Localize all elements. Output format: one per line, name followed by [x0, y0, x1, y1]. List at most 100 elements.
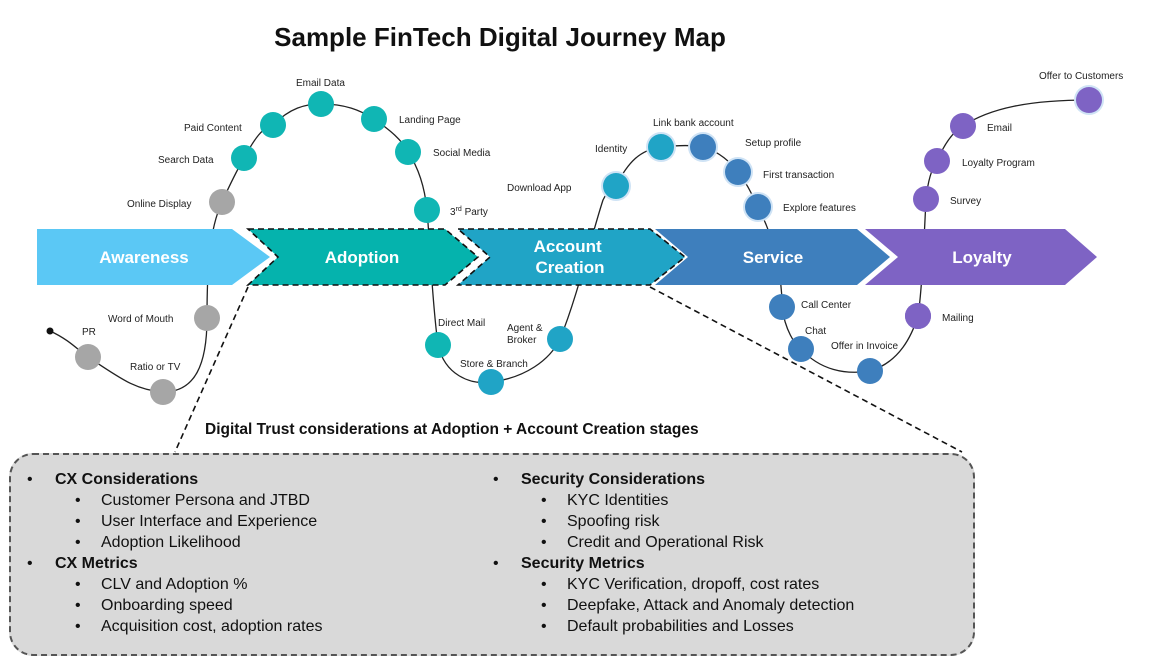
touchpoint-label: Online Display [127, 199, 191, 210]
touchpoint-node: PR [75, 327, 101, 370]
touchpoint-dot [788, 336, 814, 362]
touchpoint-label: First transaction [763, 170, 834, 181]
touchpoint-node: Search Data [158, 145, 257, 171]
touchpoint-label: Ratio or TV [130, 362, 181, 373]
touchpoint-label: Identity [595, 144, 627, 155]
touchpoint-dot [725, 159, 751, 185]
touchpoint-dot [913, 186, 939, 212]
cx-metric-item: Acquisition cost, adoption rates [27, 616, 322, 637]
touchpoint-dot [75, 344, 101, 370]
touchpoint-node: Paid Content [184, 112, 286, 138]
touchpoint-dot [857, 358, 883, 384]
touchpoint-label: Offer to Customers [1039, 71, 1123, 82]
security-consideration-item: KYC Identities [493, 490, 854, 511]
touchpoint-node: Direct Mail [425, 318, 485, 358]
touchpoint-node: Loyalty Program [924, 148, 1035, 174]
stage-label-account-creation-line2: Creation [536, 258, 605, 277]
considerations-panel: CX Considerations Customer Persona and J… [9, 453, 975, 656]
stage-label-awareness: Awareness [99, 248, 188, 267]
security-consideration-item: Spoofing risk [493, 511, 854, 532]
touchpoint-node: Link bank account [653, 118, 734, 162]
touchpoint-node: Word of Mouth [108, 305, 220, 331]
callout-line-right [649, 286, 963, 453]
journey-start-dot [46, 327, 54, 335]
touchpoint-label: Chat [805, 326, 826, 337]
touchpoint-node: Call Center [788, 300, 852, 362]
cx-consideration-item: Adoption Likelihood [27, 532, 322, 553]
touchpoint-label: 3rd Party [450, 206, 488, 218]
touchpoint-node: Social Media [395, 139, 491, 165]
touchpoint-node: 3rd Party [414, 197, 488, 223]
stage-label-account-creation-line1: Account [534, 237, 602, 256]
touchpoint-label: Landing Page [399, 115, 461, 126]
touchpoint-label: Mailing [942, 313, 974, 324]
cx-metrics-heading: CX Metrics [27, 553, 322, 574]
touchpoint-node: Identity [595, 132, 676, 162]
touchpoint-node: Mailing [905, 303, 974, 329]
touchpoint-label: PR [82, 327, 96, 338]
stage-label-service: Service [743, 248, 804, 267]
touchpoint-dot [260, 112, 286, 138]
cx-consideration-item: User Interface and Experience [27, 511, 322, 532]
touchpoint-node: Landing Page [361, 106, 461, 132]
touchpoint-dot [769, 294, 795, 320]
touchpoint-label: Direct Mail [438, 318, 485, 329]
touchpoint-label-line: Agent & [507, 323, 543, 334]
touchpoint-node: Ratio or TV [130, 362, 181, 405]
stage-chevron-loyalty [865, 229, 1097, 285]
touchpoint-label: Email [987, 123, 1012, 134]
security-column: Security Considerations KYC Identities S… [493, 469, 854, 637]
security-metrics-heading: Security Metrics [493, 553, 854, 574]
cx-metric-item: CLV and Adoption % [27, 574, 322, 595]
touchpoint-label-part: 3 [450, 207, 456, 218]
security-considerations-heading: Security Considerations [493, 469, 854, 490]
touchpoint-node: Survey [913, 186, 981, 212]
touchpoint-dot [395, 139, 421, 165]
touchpoint-label: Survey [950, 196, 981, 207]
trust-heading: Digital Trust considerations at Adoption… [205, 421, 699, 438]
touchpoint-dot [547, 326, 573, 352]
security-metric-item: Default probabilities and Losses [493, 616, 854, 637]
touchpoint-label-part: Party [462, 207, 488, 218]
touchpoint-label: Offer in Invoice [831, 341, 899, 352]
touchpoints: PR Ratio or TV Word of Mouth Online Display… [75, 71, 1123, 405]
touchpoint-label: Explore features [783, 203, 856, 214]
touchpoint-node: Explore features [769, 203, 856, 320]
touchpoint-label: Download App [507, 183, 572, 194]
security-metric-item: Deepfake, Attack and Anomaly detection [493, 595, 854, 616]
touchpoint-node: First transaction [743, 170, 834, 222]
stage-chevron-account-creation [455, 228, 687, 286]
page-title: Sample FinTech Digital Journey Map [274, 22, 726, 52]
touchpoint-dot [950, 113, 976, 139]
cx-column: CX Considerations Customer Persona and J… [27, 469, 322, 637]
touchpoint-dot [905, 303, 931, 329]
touchpoint-node: Email Data [296, 78, 345, 117]
touchpoint-node: Agent &Broker [507, 323, 573, 352]
touchpoint-node: Store & Branch [460, 359, 528, 395]
touchpoint-label: Link bank account [653, 118, 734, 129]
touchpoint-dot [478, 369, 504, 395]
stage-chevron-adoption [245, 228, 480, 286]
touchpoint-dot [414, 197, 440, 223]
stage-label-loyalty: Loyalty [952, 248, 1012, 267]
touchpoint-dot [603, 173, 629, 199]
touchpoint-node: Setup profile [723, 138, 802, 187]
cx-metric-item: Onboarding speed [27, 595, 322, 616]
touchpoint-dot [745, 194, 771, 220]
security-metric-item: KYC Verification, dropoff, cost rates [493, 574, 854, 595]
stage-chevron-service [655, 229, 890, 285]
callout-line-left [174, 286, 249, 453]
touchpoint-label-sup: rd [456, 206, 462, 213]
touchpoint-dot [209, 189, 235, 215]
touchpoint-node: Chat [805, 326, 883, 384]
touchpoint-label: Paid Content [184, 123, 242, 134]
touchpoint-label: Call Center [801, 300, 852, 311]
stage-label-account-creation: Account Creation [534, 237, 607, 277]
touchpoint-label: Loyalty Program [962, 158, 1035, 169]
stage-chevron-awareness [37, 229, 270, 285]
cx-considerations-heading: CX Considerations [27, 469, 322, 490]
touchpoint-dot [648, 134, 674, 160]
touchpoint-dot [1076, 87, 1102, 113]
touchpoint-node: Download App [507, 171, 631, 201]
